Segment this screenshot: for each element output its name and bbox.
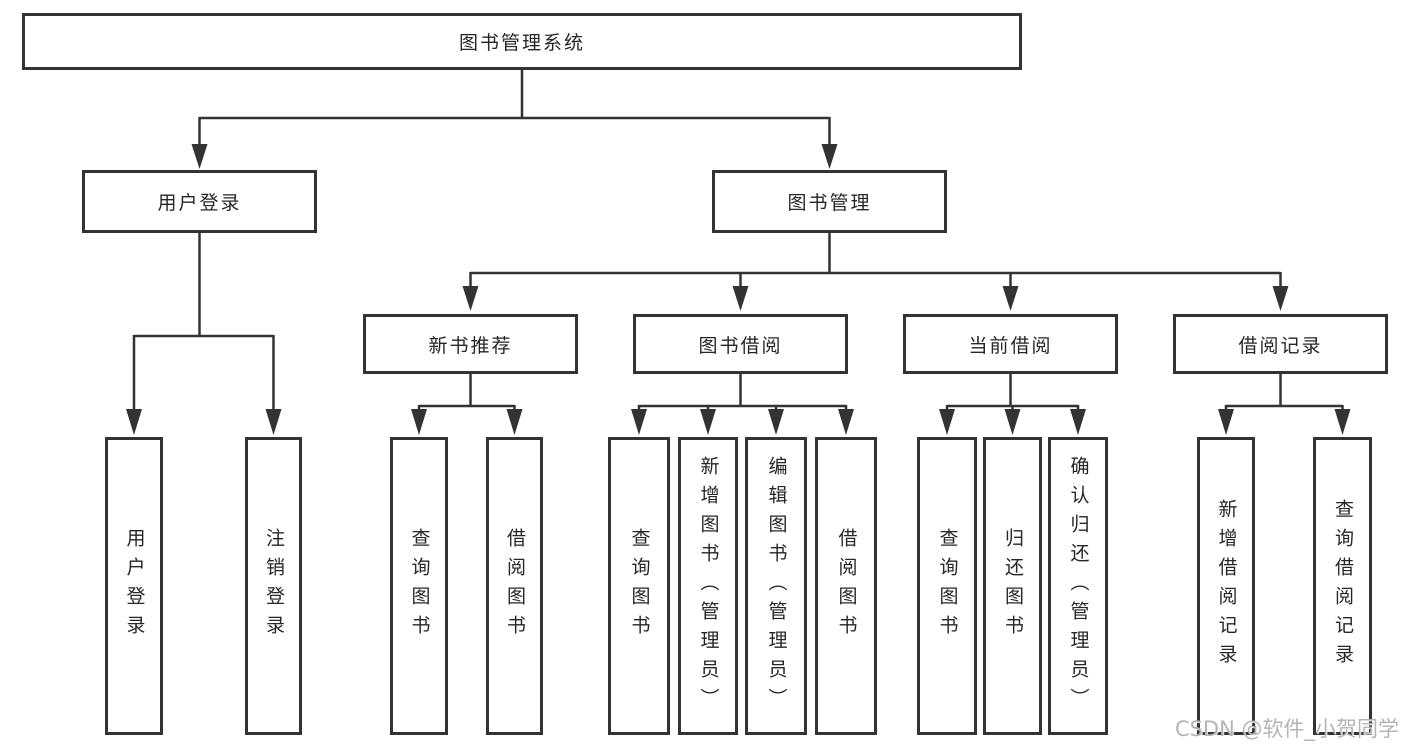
node-leaf-borrow-books-label: 借阅图书 xyxy=(835,528,858,644)
connector-borrow-records-to-leaves xyxy=(1218,374,1351,435)
node-new-book-recommend-label: 新书推荐 xyxy=(428,334,513,357)
node-leaf-edit-books-admin-label: 编辑图书（管理员） xyxy=(765,455,788,717)
node-leaf-add-borrow-record-label: 新增借阅记录 xyxy=(1215,499,1238,673)
node-leaf-query-books-borrow-label: 查询图书 xyxy=(628,528,651,644)
node-root-label: 图书管理系统 xyxy=(458,32,585,54)
connector-new-book-recommend-to-leaves xyxy=(411,374,523,435)
connector-root-to-level2 xyxy=(191,70,838,169)
node-leaf-user-login-label: 用户登录 xyxy=(123,528,146,644)
node-current-borrow: 当前借阅 xyxy=(903,314,1118,374)
node-book-management: 图书管理 xyxy=(712,170,947,233)
node-leaf-confirm-return-admin: 确认归还（管理员） xyxy=(1048,437,1108,735)
node-leaf-query-books-borrow: 查询图书 xyxy=(608,437,670,735)
node-leaf-query-books-current: 查询图书 xyxy=(917,437,977,735)
connector-current-borrow-to-leaves xyxy=(939,374,1086,435)
node-leaf-query-borrow-record-label: 查询借阅记录 xyxy=(1332,499,1354,673)
node-leaf-add-books-admin: 新增图书（管理员） xyxy=(678,437,738,735)
node-user-login-label: 用户登录 xyxy=(157,192,242,214)
node-current-borrow-label: 当前借阅 xyxy=(968,334,1053,357)
connector-user-login-to-leaves xyxy=(126,233,282,435)
node-root: 图书管理系统 xyxy=(22,13,1022,70)
node-new-book-recommend: 新书推荐 xyxy=(363,314,578,374)
node-leaf-logout-label: 注销登录 xyxy=(263,528,285,644)
node-leaf-borrow-books: 借阅图书 xyxy=(815,437,877,735)
node-leaf-logout: 注销登录 xyxy=(245,437,302,735)
node-leaf-user-login: 用户登录 xyxy=(105,437,163,735)
node-leaf-query-books-recommend: 查询图书 xyxy=(390,437,448,735)
node-leaf-edit-books-admin: 编辑图书（管理员） xyxy=(745,437,807,735)
node-leaf-confirm-return-admin-label: 确认归还（管理员） xyxy=(1067,455,1090,717)
node-book-borrow-label: 图书借阅 xyxy=(698,334,783,357)
node-user-login: 用户登录 xyxy=(82,170,317,233)
connector-book-borrow-to-leaves xyxy=(631,374,854,435)
node-leaf-query-borrow-record: 查询借阅记录 xyxy=(1313,437,1372,735)
node-leaf-add-borrow-record: 新增借阅记录 xyxy=(1197,437,1255,735)
node-leaf-query-books-recommend-label: 查询图书 xyxy=(408,528,431,644)
node-leaf-borrow-books-recommend-label: 借阅图书 xyxy=(504,528,526,644)
node-leaf-query-books-current-label: 查询图书 xyxy=(936,528,959,644)
connector-book-management-to-level3 xyxy=(462,233,1289,311)
node-leaf-return-books-label: 归还图书 xyxy=(1002,528,1024,644)
node-borrow-records: 借阅记录 xyxy=(1173,314,1388,374)
node-leaf-return-books: 归还图书 xyxy=(983,437,1042,735)
node-leaf-add-books-admin-label: 新增图书（管理员） xyxy=(697,455,720,717)
node-book-management-label: 图书管理 xyxy=(787,192,872,214)
node-borrow-records-label: 借阅记录 xyxy=(1238,334,1323,357)
node-book-borrow: 图书借阅 xyxy=(633,314,848,374)
csdn-watermark: CSDN @软件_小贺同学 xyxy=(1174,717,1399,741)
node-leaf-borrow-books-recommend: 借阅图书 xyxy=(486,437,543,735)
